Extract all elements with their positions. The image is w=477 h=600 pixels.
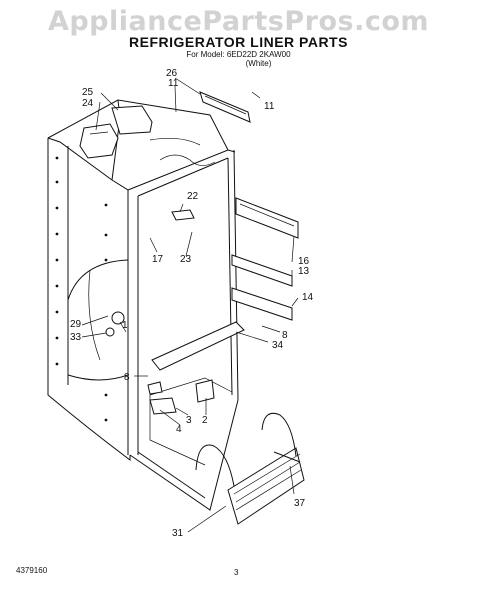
callout-13: 13 — [298, 266, 310, 277]
callout-25: 25 — [82, 87, 94, 98]
callout-34: 34 — [272, 340, 284, 351]
part-16-support — [235, 197, 299, 239]
callout-16: 16 — [298, 256, 310, 267]
part-13-support — [231, 254, 293, 287]
callout-labels: 26 11 11 25 24 22 17 23 16 13 14 29 33 1… — [70, 68, 314, 539]
part-2-3-4-lower — [147, 379, 215, 415]
callout-26: 26 — [166, 68, 178, 79]
watermark: AppliancePartsPros.com — [47, 6, 430, 37]
part-22-bracket — [171, 209, 195, 221]
callout-29: 29 — [70, 319, 82, 330]
callout-37: 37 — [294, 498, 306, 509]
part-31-crisper — [227, 447, 305, 525]
callout-31: 31 — [172, 528, 184, 539]
callout-33: 33 — [70, 332, 82, 343]
part-14-support — [231, 287, 293, 321]
footer-part-number: 4379160 — [16, 566, 48, 575]
diagram-title: REFRIGERATOR LINER PARTS — [129, 34, 348, 50]
callout-4: 4 — [176, 424, 182, 435]
part-29-33-socket — [105, 311, 125, 337]
callout-3: 3 — [186, 415, 192, 426]
part-37-wire — [195, 412, 301, 487]
color-line: (White) — [245, 59, 272, 68]
callout-11-right: 11 — [264, 101, 275, 112]
callout-24: 24 — [82, 98, 94, 109]
liner-body — [47, 99, 239, 511]
callout-1: 1 — [122, 320, 128, 331]
callout-11-top: 11 — [168, 78, 179, 89]
callout-14: 14 — [302, 292, 314, 303]
part-26-rail — [199, 91, 251, 123]
part-34-crossrail — [151, 321, 245, 371]
footer-page-number: 3 — [234, 568, 239, 577]
callout-22: 22 — [187, 191, 199, 202]
callout-2: 2 — [202, 415, 208, 426]
leader-lines — [81, 77, 299, 533]
callout-17: 17 — [152, 254, 164, 265]
callout-23: 23 — [180, 254, 192, 265]
part-24-25-housing — [79, 105, 153, 159]
model-line: For Model: 6ED22D 2KAW00 — [186, 50, 291, 59]
callout-8-right: 8 — [282, 330, 288, 341]
callout-8-left: 8 — [124, 372, 130, 383]
